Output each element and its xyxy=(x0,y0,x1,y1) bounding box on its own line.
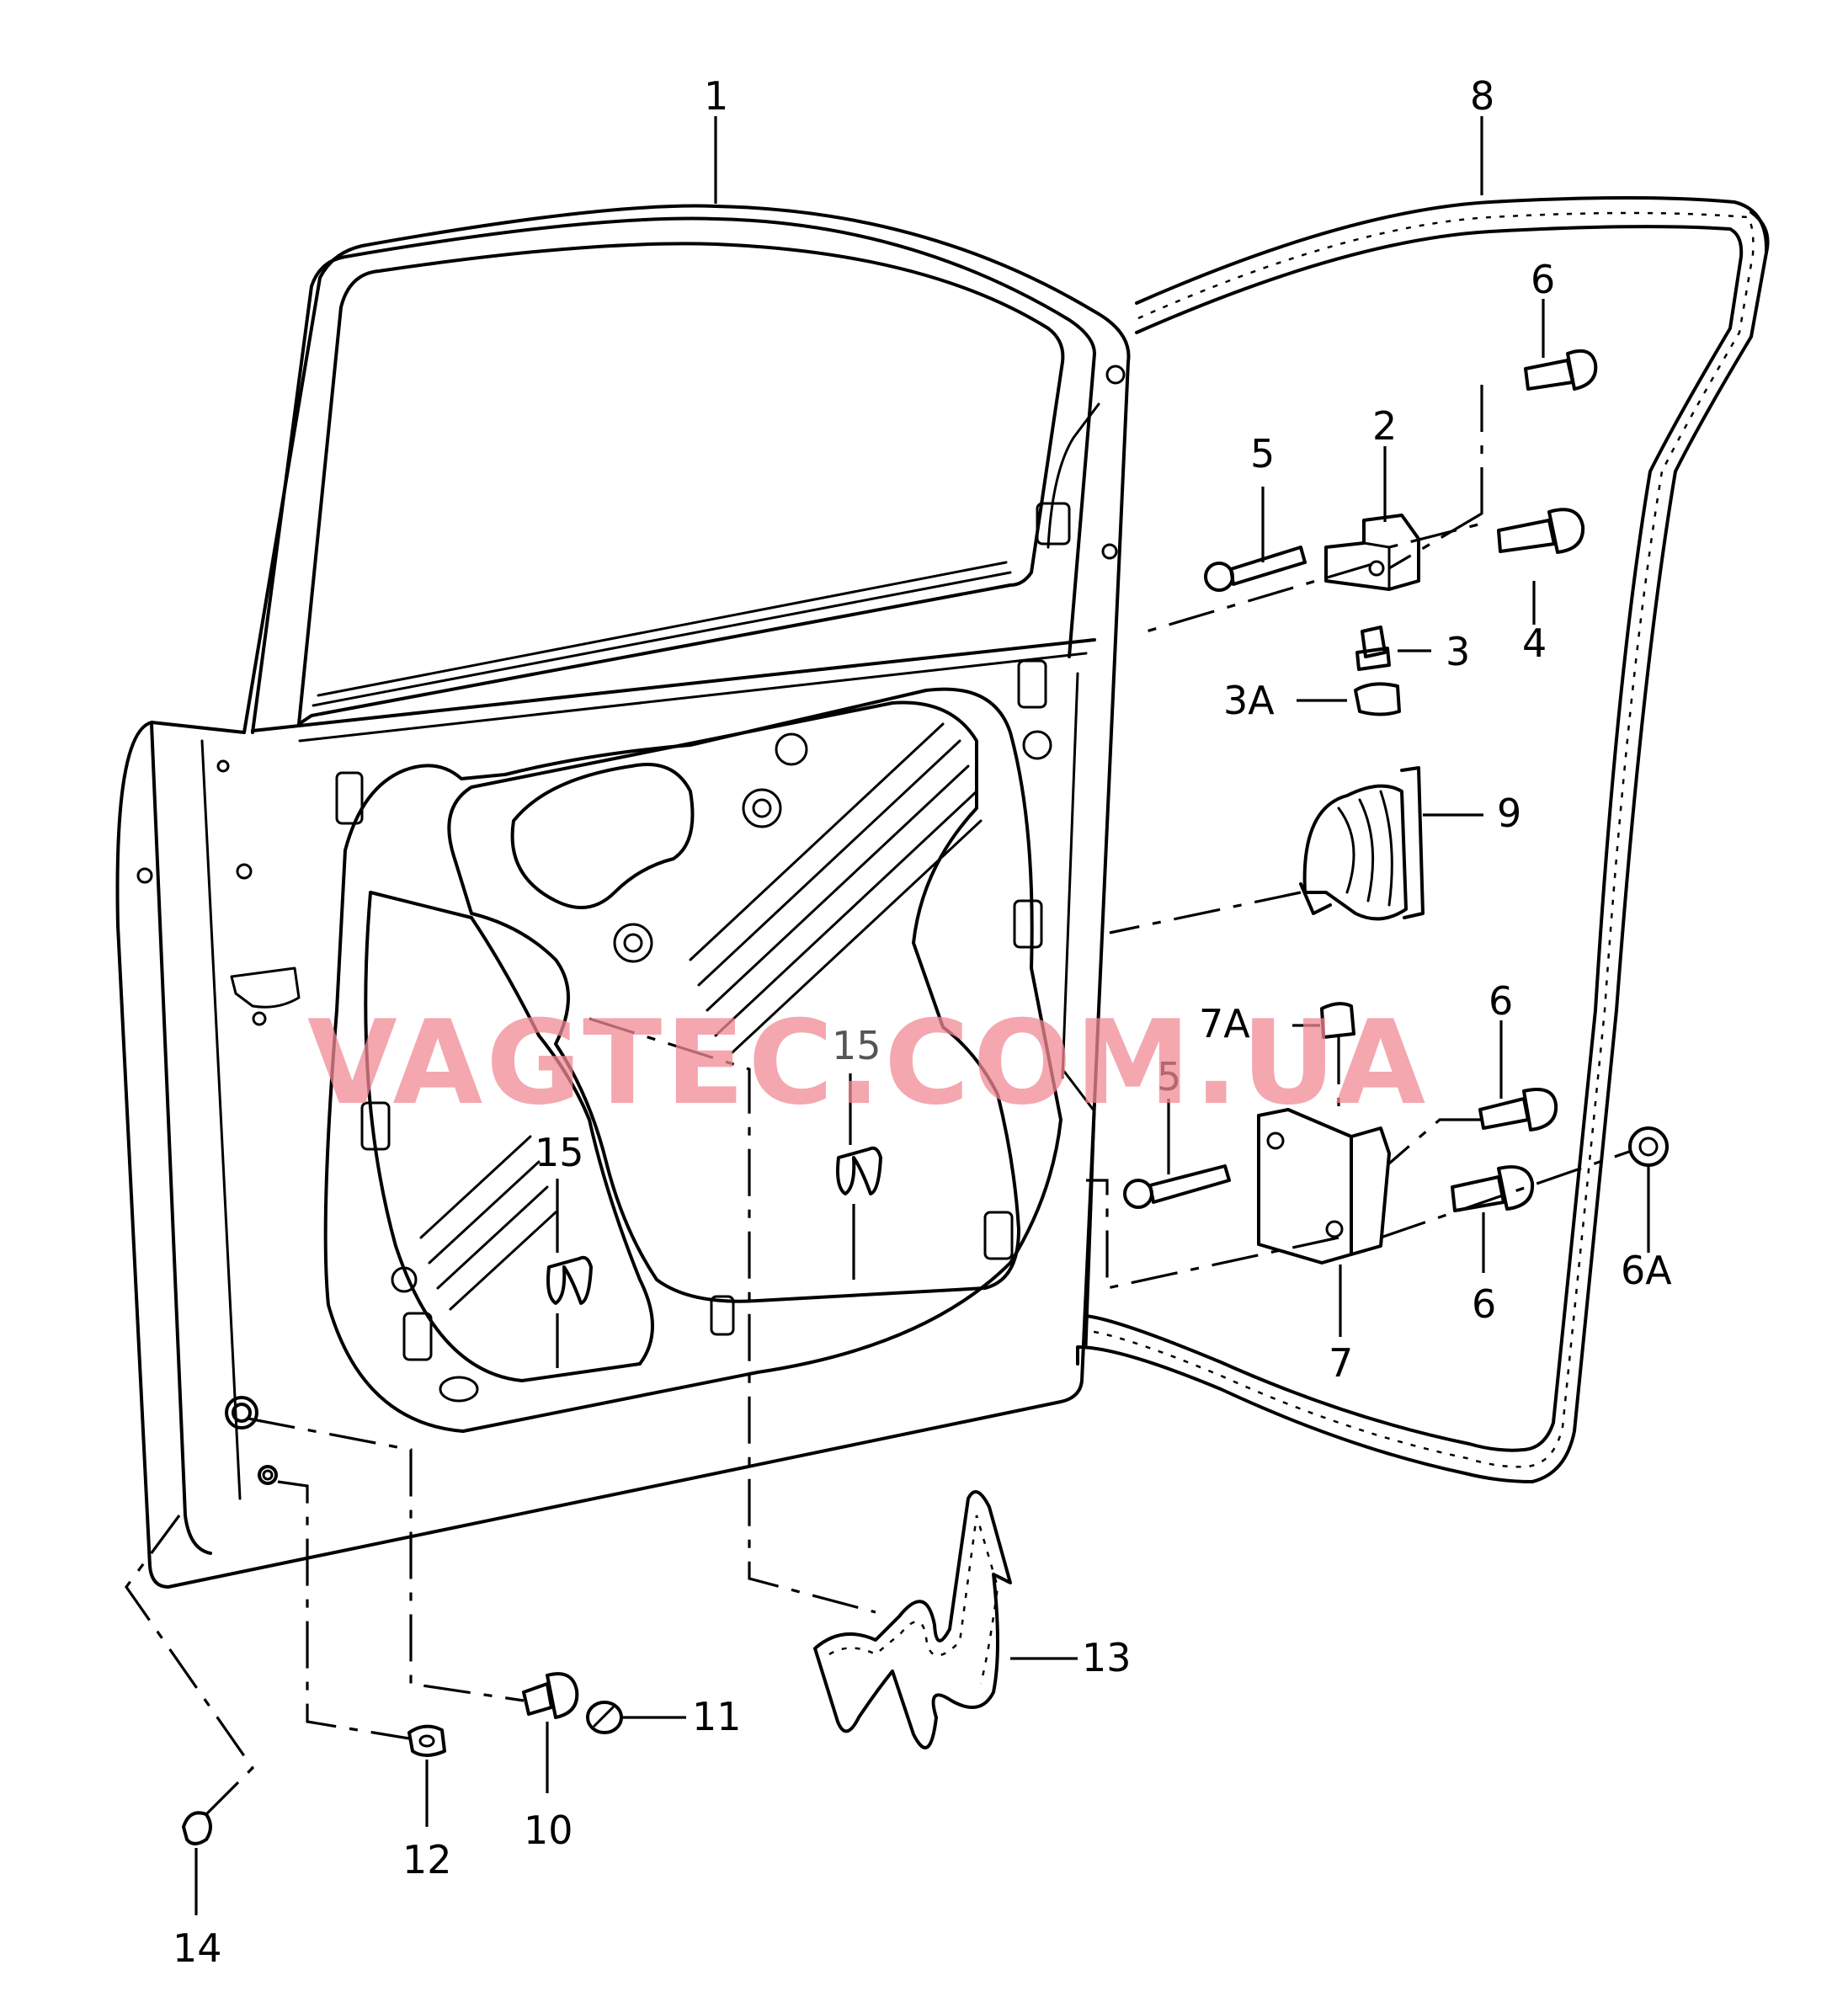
callout-1: 1 xyxy=(704,73,728,119)
callout-6-top: 6 xyxy=(1531,257,1555,302)
callout-6-lower: 6 xyxy=(1472,1281,1496,1327)
callouts: 1 8 6 2 5 4 3 3A 9 7A 6 5 6 6A 7 13 11 1… xyxy=(173,73,1672,1971)
callout-12: 12 xyxy=(402,1837,452,1882)
upper-bolt-6 xyxy=(1524,349,1598,391)
bushing-3 xyxy=(1355,626,1391,671)
callout-10: 10 xyxy=(524,1808,573,1853)
lower-bolt-6a xyxy=(1478,1088,1558,1131)
regulator-hatching xyxy=(419,722,983,1311)
callout-2: 2 xyxy=(1372,403,1397,449)
bolt-4 xyxy=(1497,508,1585,554)
callout-15-right: 15 xyxy=(832,1023,881,1068)
callout-7: 7 xyxy=(1329,1340,1353,1386)
sound-insulation-13 xyxy=(813,1490,1012,1749)
upper-hinge xyxy=(1324,514,1420,591)
door-seal xyxy=(1076,196,1770,1483)
callout-3: 3 xyxy=(1446,629,1470,674)
lower-hinge xyxy=(1257,1108,1391,1265)
callout-15-left: 15 xyxy=(535,1130,584,1175)
lower-bolt-6b xyxy=(1451,1165,1535,1212)
callout-9: 9 xyxy=(1497,791,1521,836)
callout-7A: 7A xyxy=(1199,1001,1250,1046)
nut-12 xyxy=(407,1724,446,1757)
callout-11: 11 xyxy=(692,1694,742,1739)
callout-3A: 3A xyxy=(1223,678,1275,723)
door-shell xyxy=(115,204,1131,1589)
watermark: VAGTEC.COM.UA xyxy=(307,995,1429,1131)
upper-bolt-5 xyxy=(1204,546,1307,592)
callout-5-lower: 5 xyxy=(1157,1054,1181,1100)
pin-10 xyxy=(522,1672,579,1719)
cap-3A xyxy=(1354,682,1401,716)
cap-11 xyxy=(586,1701,623,1734)
callout-14: 14 xyxy=(173,1925,222,1971)
washer-6A xyxy=(1628,1126,1669,1167)
callout-8: 8 xyxy=(1470,73,1494,119)
callout-13: 13 xyxy=(1082,1635,1132,1680)
assembly-lines xyxy=(125,385,1630,1820)
leader-lines xyxy=(194,116,1650,1915)
cap-7A xyxy=(1320,1002,1355,1039)
plug-14 xyxy=(182,1811,212,1845)
callout-6-mid: 6 xyxy=(1489,978,1513,1024)
gaiter-9 xyxy=(1299,766,1425,921)
clip-15-right xyxy=(836,1146,882,1195)
lower-bolt-5 xyxy=(1123,1164,1231,1209)
callout-6A: 6A xyxy=(1621,1248,1672,1293)
callout-5-upper: 5 xyxy=(1250,431,1275,477)
clip-15-left xyxy=(546,1255,593,1305)
panel-holes xyxy=(136,659,1052,1403)
callout-4: 4 xyxy=(1522,620,1547,666)
